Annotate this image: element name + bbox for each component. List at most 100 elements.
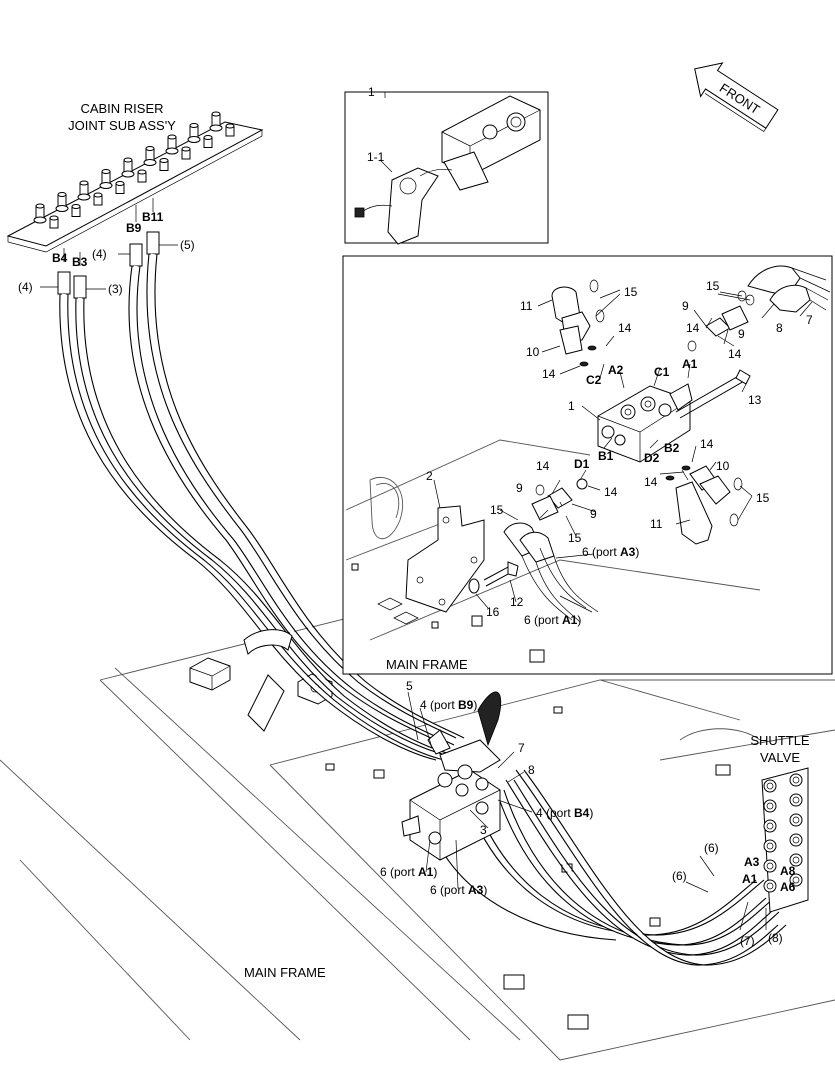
riser-port-fitting	[137, 169, 147, 183]
shuttle-port-a3: A3	[744, 855, 760, 869]
port-label-b2: B2	[664, 441, 680, 455]
inset-label-9-d: 9	[590, 507, 597, 521]
port-label-c2: C2	[586, 373, 602, 387]
inset-valve-exploded: 11 15 14 10 14 C2 A2 C1 A1 1 13 9 15 8 7…	[342, 255, 833, 675]
inset-label-9-b: 9	[738, 327, 745, 341]
callout-7: 7	[518, 741, 525, 755]
hose-clamp	[243, 629, 293, 655]
callout-6-a3: 6 (port A3)	[430, 883, 487, 897]
port-label-b3: B3	[72, 255, 88, 269]
port-label-a2: A2	[608, 363, 624, 377]
frame-block	[715, 764, 731, 776]
inset-label-16: 16	[486, 605, 500, 619]
hose-label-3: (3)	[108, 282, 123, 296]
riser-port-fitting	[165, 134, 179, 155]
port-label-b1: B1	[598, 449, 614, 463]
hose-fitting-b3	[73, 275, 87, 299]
hose-end-6-a1	[519, 531, 555, 563]
port-label-b4: B4	[52, 251, 68, 265]
riser-port-fitting	[121, 157, 135, 178]
callout-6-a1: 6 (port A1)	[380, 865, 437, 879]
inset-label-12: 12	[510, 595, 524, 609]
inset-label-14-b: 14	[542, 367, 556, 381]
port-label-b9: B9	[126, 221, 142, 235]
callout-3: 3	[480, 823, 487, 837]
cabin-riser-title-line2: JOINT SUB ASS'Y	[68, 118, 176, 133]
hose-fitting-b4	[57, 271, 71, 295]
hose-fitting-b9	[129, 243, 143, 267]
washer-16	[468, 578, 480, 594]
shuttle-title-line1: SHUTTLE	[750, 733, 810, 748]
shuttle-port-a1: A1	[742, 872, 758, 886]
main-callouts: 5 4 (port B9) 7 8 4 (port B4) 3 6 (port …	[380, 679, 593, 897]
inset-label-13: 13	[748, 393, 762, 407]
riser-port-fitting	[225, 123, 235, 137]
cabin-riser-joint: CABIN RISER JOINT SUB ASS'Y B4 B3 B9 B11…	[6, 101, 264, 299]
hose-fitting-b11	[146, 231, 160, 255]
selector-valve-main	[401, 691, 502, 861]
riser-port-fitting	[203, 135, 213, 148]
port-label-d1: D1	[574, 457, 590, 471]
shuttle-port-fitting	[763, 793, 803, 813]
riser-port-fitting	[33, 203, 47, 224]
frame-block	[567, 1014, 589, 1030]
inset-label-9-c: 9	[516, 481, 523, 495]
port-label-b11: B11	[142, 210, 164, 224]
cabin-riser-title-line1: CABIN RISER	[80, 101, 163, 116]
inset-label-14-h: 14	[536, 459, 550, 473]
shuttle-port-fitting	[763, 853, 803, 873]
riser-port-fitting	[209, 111, 223, 132]
callout-4-b4: 4 (port B4)	[536, 806, 593, 820]
shuttle-port-fitting	[763, 833, 803, 853]
inset-item-1: 1	[368, 85, 375, 99]
inset-label-6-a1: 6 (port A1)	[524, 613, 581, 627]
port-label-d2: D2	[644, 451, 660, 465]
riser-port-fitting	[49, 215, 59, 229]
inset-label-14-d: 14	[728, 347, 742, 361]
inset-label-10: 10	[526, 345, 540, 359]
front-direction-arrow: FRONT	[694, 62, 779, 133]
shuttle-valve: SHUTTLE VALVE (6) (6) A3 A1 A8 A6 (7) (8…	[672, 733, 810, 948]
inset-solenoid: 1 1-1	[344, 85, 549, 245]
inset-label-10-b: 10	[716, 459, 730, 473]
frame-block	[325, 763, 335, 771]
shuttle-port-a6: A6	[780, 880, 796, 894]
riser-port-fitting	[181, 146, 191, 160]
frame-block	[373, 769, 385, 779]
inset-label-15-b: 15	[756, 491, 770, 505]
inset-label-14-g: 14	[604, 485, 618, 499]
riser-port-fitting	[143, 146, 157, 166]
solenoid-connector	[354, 207, 365, 218]
riser-port-fitting	[115, 181, 125, 194]
inset-label-15-d: 15	[568, 531, 582, 545]
pointer-arrow	[477, 691, 502, 747]
riser-port-fitting	[77, 180, 91, 201]
inset-label-14-e: 14	[700, 437, 714, 451]
frame-block	[553, 706, 563, 714]
hose-label-5: (5)	[180, 238, 195, 252]
inset-label-2: 2	[426, 469, 433, 483]
hose-bundle	[59, 253, 787, 968]
main-frame-label: MAIN FRAME	[244, 965, 326, 980]
port-label-c1: C1	[654, 365, 670, 379]
shuttle-hose-label-7: (7)	[740, 934, 755, 948]
inset-label-14-a: 14	[618, 321, 632, 335]
shuttle-port-a8: A8	[780, 864, 796, 878]
frame-block	[189, 657, 231, 691]
callout-5: 5	[406, 679, 413, 693]
inset-label-15-top: 15	[624, 285, 638, 299]
riser-port-fitting	[71, 204, 81, 217]
elbow-fitting-11-bottom	[675, 481, 713, 545]
inset-label-1: 1	[568, 399, 575, 413]
fitting-10-top	[559, 325, 583, 355]
shuttle-hose-label-6-top: (6)	[704, 841, 719, 855]
shuttle-hose-label-8: (8)	[768, 931, 783, 945]
inset-label-6-a3: 6 (port A3)	[582, 545, 639, 559]
inset-label-7: 7	[806, 313, 813, 327]
riser-fittings	[33, 111, 235, 229]
shuttle-port-fitting	[763, 873, 803, 893]
inset-main-frame-label: MAIN FRAME	[386, 657, 468, 672]
shuttle-title-line2: VALVE	[760, 750, 800, 765]
